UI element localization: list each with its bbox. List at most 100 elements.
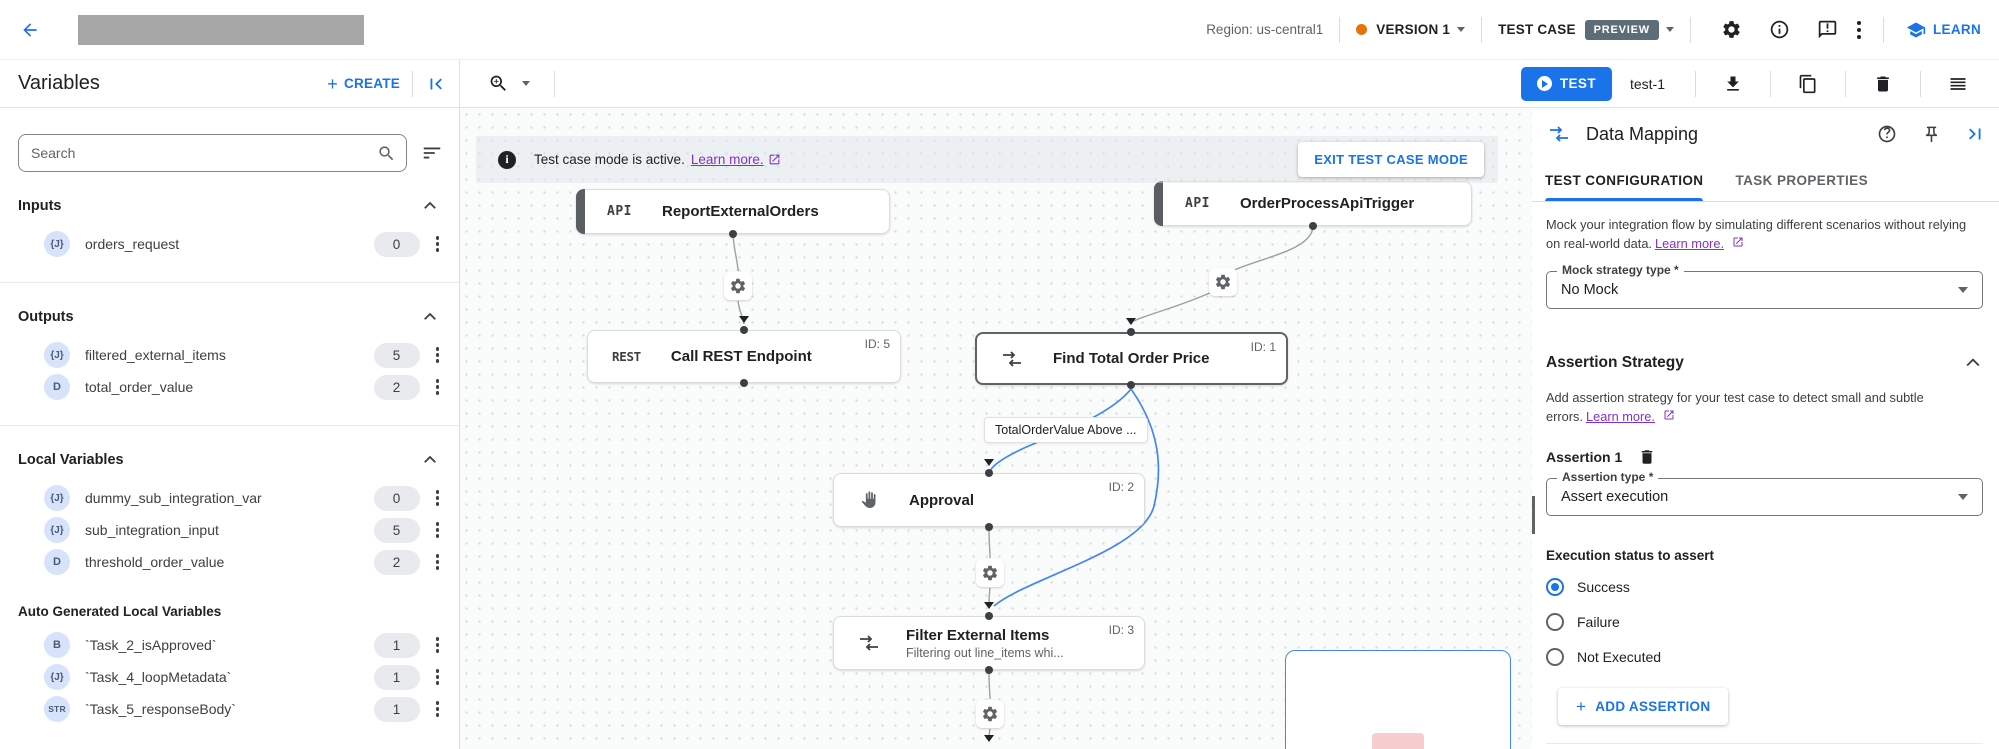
variable-row[interactable]: {J} dummy_sub_integration_var 0 [0, 482, 459, 514]
version-selector[interactable]: VERSION 1 [1376, 22, 1451, 37]
chevron-down-icon[interactable] [1666, 27, 1674, 32]
learn-more-link[interactable]: Learn more. [1585, 408, 1655, 424]
add-assertion-button[interactable]: + ADD ASSERTION [1558, 688, 1729, 726]
info-button[interactable] [1768, 19, 1790, 41]
variable-type-badge: D [44, 374, 70, 400]
info-icon [1770, 20, 1788, 39]
pin-button[interactable] [1919, 122, 1943, 146]
variable-menu-button[interactable] [430, 375, 446, 399]
variable-menu-button[interactable] [430, 550, 446, 574]
chevron-up-icon[interactable] [421, 197, 439, 215]
variable-menu-button[interactable] [430, 697, 446, 721]
variable-menu-button[interactable] [430, 343, 446, 367]
variable-count-badge: 5 [373, 342, 420, 368]
radio-icon[interactable] [1546, 578, 1564, 597]
variable-row[interactable]: D threshold_order_value 2 [0, 546, 459, 578]
sort-icon[interactable] [421, 142, 443, 164]
edge-menu-button[interactable] [724, 272, 752, 300]
node-report-external-orders[interactable]: API ReportExternalOrders [576, 189, 890, 234]
tab-test-configuration[interactable]: TEST CONFIGURATION [1545, 160, 1704, 201]
search-input[interactable] [31, 145, 377, 161]
radio-failure[interactable]: Failure [1546, 611, 1983, 633]
more-options-button[interactable] [1851, 19, 1867, 41]
variable-count-badge: 1 [373, 696, 420, 722]
variable-count-badge: 2 [373, 374, 420, 400]
panel-scrollbar-thumb[interactable] [1532, 496, 1535, 534]
download-button[interactable] [1722, 73, 1744, 95]
delete-assertion-button[interactable] [1638, 448, 1656, 466]
edge-arrow-icon [984, 735, 994, 742]
variable-name: `Task_5_responseBody` [85, 701, 236, 717]
node-find-total-order-price[interactable]: Find Total Order Price ID: 1 [975, 332, 1288, 385]
assertion-type-select[interactable]: Assertion type * Assert execution [1546, 470, 1983, 517]
delete-button[interactable] [1872, 73, 1894, 95]
trash-icon [1877, 76, 1889, 91]
variable-row[interactable]: {J} orders_request 0 [0, 228, 459, 260]
chevron-up-icon[interactable] [1963, 353, 1983, 373]
node-title: Find Total Order Price [1053, 350, 1210, 367]
variable-row[interactable]: D total_order_value 2 [0, 371, 459, 403]
learn-button[interactable]: LEARN [1906, 20, 1981, 40]
feedback-button[interactable] [1816, 19, 1838, 41]
list-icon [1950, 77, 1966, 90]
variable-row[interactable]: {J} `Task_4_loopMetadata` 1 [0, 661, 459, 693]
section-header-inputs[interactable]: Inputs [18, 194, 439, 218]
back-arrow-button[interactable] [18, 18, 42, 42]
plus-icon: + [327, 73, 338, 94]
collapse-panel-button[interactable] [425, 73, 447, 95]
flow-canvas[interactable]: i Test case mode is active. Learn more. … [460, 108, 1532, 749]
variable-menu-button[interactable] [430, 665, 446, 689]
variable-menu-button[interactable] [430, 232, 446, 256]
section-header-outputs[interactable]: Outputs [18, 305, 439, 329]
radio-icon[interactable] [1546, 648, 1564, 667]
zoom-control[interactable] [488, 73, 530, 94]
variable-name: sub_integration_input [85, 522, 219, 538]
node-filter-external-items[interactable]: Filter External Items Filtering out line… [833, 616, 1145, 670]
section-title: Inputs [18, 198, 62, 214]
radio-icon[interactable] [1546, 613, 1564, 632]
node-approval[interactable]: Approval ID: 2 [833, 473, 1145, 527]
assertion-item-title: Assertion 1 [1546, 449, 1623, 466]
section-header-local-variables[interactable]: Local Variables [18, 448, 439, 472]
chevron-up-icon[interactable] [421, 308, 439, 326]
copy-button[interactable] [1797, 73, 1819, 95]
panel-title: Data Mapping [1586, 123, 1699, 144]
download-icon [1727, 76, 1739, 91]
execution-status-label: Execution status to assert [1546, 548, 1715, 564]
trigger-accent-bar [576, 189, 585, 234]
collapse-panel-button[interactable] [1963, 122, 1987, 146]
variable-count-badge: 0 [373, 231, 420, 257]
variable-menu-button[interactable] [430, 518, 446, 542]
edge-menu-button[interactable] [976, 559, 1004, 587]
learn-more-link[interactable]: Learn more. [1655, 235, 1724, 251]
chevron-down-icon[interactable] [1457, 27, 1466, 32]
variable-row[interactable]: STR `Task_5_responseBody` 1 [0, 693, 459, 725]
data-mapping-panel: Data Mapping TEST CONFIGURATION TASK PRO… [1532, 108, 1999, 749]
help-button[interactable] [1875, 122, 1899, 146]
edge-menu-button[interactable] [976, 700, 1004, 728]
exit-test-case-mode-button[interactable]: EXIT TEST CASE MODE [1298, 142, 1484, 177]
search-box[interactable] [18, 134, 407, 172]
variable-menu-button[interactable] [430, 633, 446, 657]
edge-menu-button[interactable] [1209, 268, 1237, 296]
chevron-down-icon [522, 81, 530, 86]
node-call-rest-endpoint[interactable]: REST Call REST Endpoint ID: 5 [587, 330, 901, 383]
tab-task-properties[interactable]: TASK PROPERTIES [1735, 173, 1868, 188]
radio-success[interactable]: Success [1546, 576, 1983, 598]
settings-button[interactable] [1720, 19, 1742, 41]
radio-not-executed[interactable]: Not Executed [1546, 646, 1983, 668]
test-case-list-button[interactable] [1947, 73, 1969, 95]
variable-row[interactable]: B `Task_2_isApproved` 1 [0, 629, 459, 661]
selected-region-box[interactable] [1285, 650, 1511, 749]
variable-row[interactable]: {J} filtered_external_items 5 [0, 339, 459, 371]
test-button[interactable]: TEST [1520, 66, 1612, 101]
variable-count-badge: 1 [373, 632, 420, 658]
variable-menu-button[interactable] [430, 486, 446, 510]
create-variable-button[interactable]: + CREATE [327, 75, 400, 93]
mock-strategy-select[interactable]: Mock strategy type * No Mock [1546, 263, 1983, 310]
node-order-process-api-trigger[interactable]: API OrderProcessApiTrigger [1154, 181, 1472, 226]
edge-condition-label[interactable]: TotalOrderValue Above ... [984, 417, 1148, 443]
learn-more-link[interactable]: Learn more. [690, 152, 764, 167]
variable-row[interactable]: {J} sub_integration_input 5 [0, 514, 459, 546]
chevron-up-icon[interactable] [421, 451, 439, 469]
